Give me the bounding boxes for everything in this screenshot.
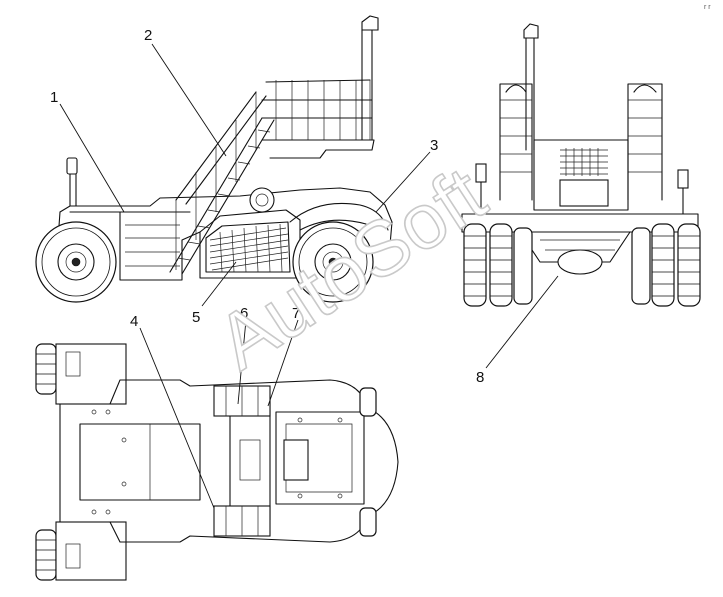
corner-mark: r r xyxy=(704,4,711,11)
side-rear-wheel xyxy=(292,221,374,303)
side-grille xyxy=(209,223,289,273)
rear-grille xyxy=(560,148,608,176)
callout-5: 5 xyxy=(192,309,200,326)
rear-left-tyres xyxy=(463,223,533,307)
rear-view xyxy=(461,23,701,307)
callout-4: 4 xyxy=(130,313,138,330)
callout-8: 8 xyxy=(476,369,484,386)
callout-6: 6 xyxy=(240,305,248,322)
rear-right-tyres xyxy=(631,223,701,307)
watermark-text: AutoSoft xyxy=(201,149,500,386)
top-bolts xyxy=(91,409,343,515)
callout-2: 2 xyxy=(144,27,152,44)
top-view xyxy=(35,343,399,581)
callout-7: 7 xyxy=(292,305,300,322)
leader-lines xyxy=(59,43,559,509)
side-front-wheel xyxy=(35,221,117,303)
side-view xyxy=(35,15,393,303)
callout-1: 1 xyxy=(50,89,58,106)
callout-labels: 1 2 3 4 5 6 7 8 xyxy=(50,27,484,386)
callout-3: 3 xyxy=(430,137,438,154)
